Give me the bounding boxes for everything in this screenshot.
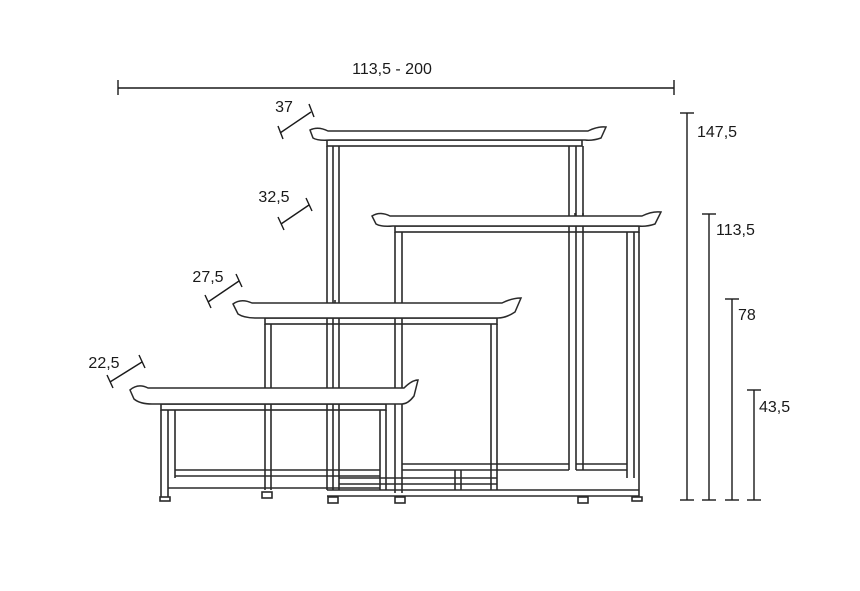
depth-label-32-5: 32,5 xyxy=(258,189,289,206)
height-dimension-147-5: 147,5 xyxy=(680,112,737,501)
shelf-bottom xyxy=(129,379,419,405)
overall-width-label: 113,5 - 200 xyxy=(352,61,432,78)
height-label-147-5: 147,5 xyxy=(697,124,737,141)
shelf-third xyxy=(232,297,523,319)
base-rails xyxy=(168,463,639,497)
bottom-section-frame xyxy=(160,403,387,497)
shelf-second xyxy=(371,211,663,227)
height-dimension-43-5: 43,5 xyxy=(747,389,790,501)
height-label-78: 78 xyxy=(738,307,756,324)
second-section-frame xyxy=(394,213,640,497)
feet xyxy=(159,491,643,504)
shelving-unit-illustration xyxy=(129,126,663,504)
overall-width-dimension: 113,5 - 200 xyxy=(117,61,675,95)
height-dimension-78: 78 xyxy=(725,298,756,501)
height-label-113-5: 113,5 xyxy=(716,222,755,239)
shelf-top xyxy=(309,126,608,141)
depth-label-37: 37 xyxy=(275,99,293,116)
depth-dimension-32-5: 32,5 xyxy=(258,189,313,231)
depth-dimension-37: 37 xyxy=(275,99,315,140)
height-dimension-113-5: 113,5 xyxy=(702,213,755,501)
depth-dimension-27-5: 27,5 xyxy=(192,269,243,309)
height-label-43-5: 43,5 xyxy=(759,399,790,416)
depth-label-22-5: 22,5 xyxy=(88,355,119,372)
depth-dimension-22-5: 22,5 xyxy=(88,354,146,389)
depth-label-27-5: 27,5 xyxy=(192,269,223,286)
